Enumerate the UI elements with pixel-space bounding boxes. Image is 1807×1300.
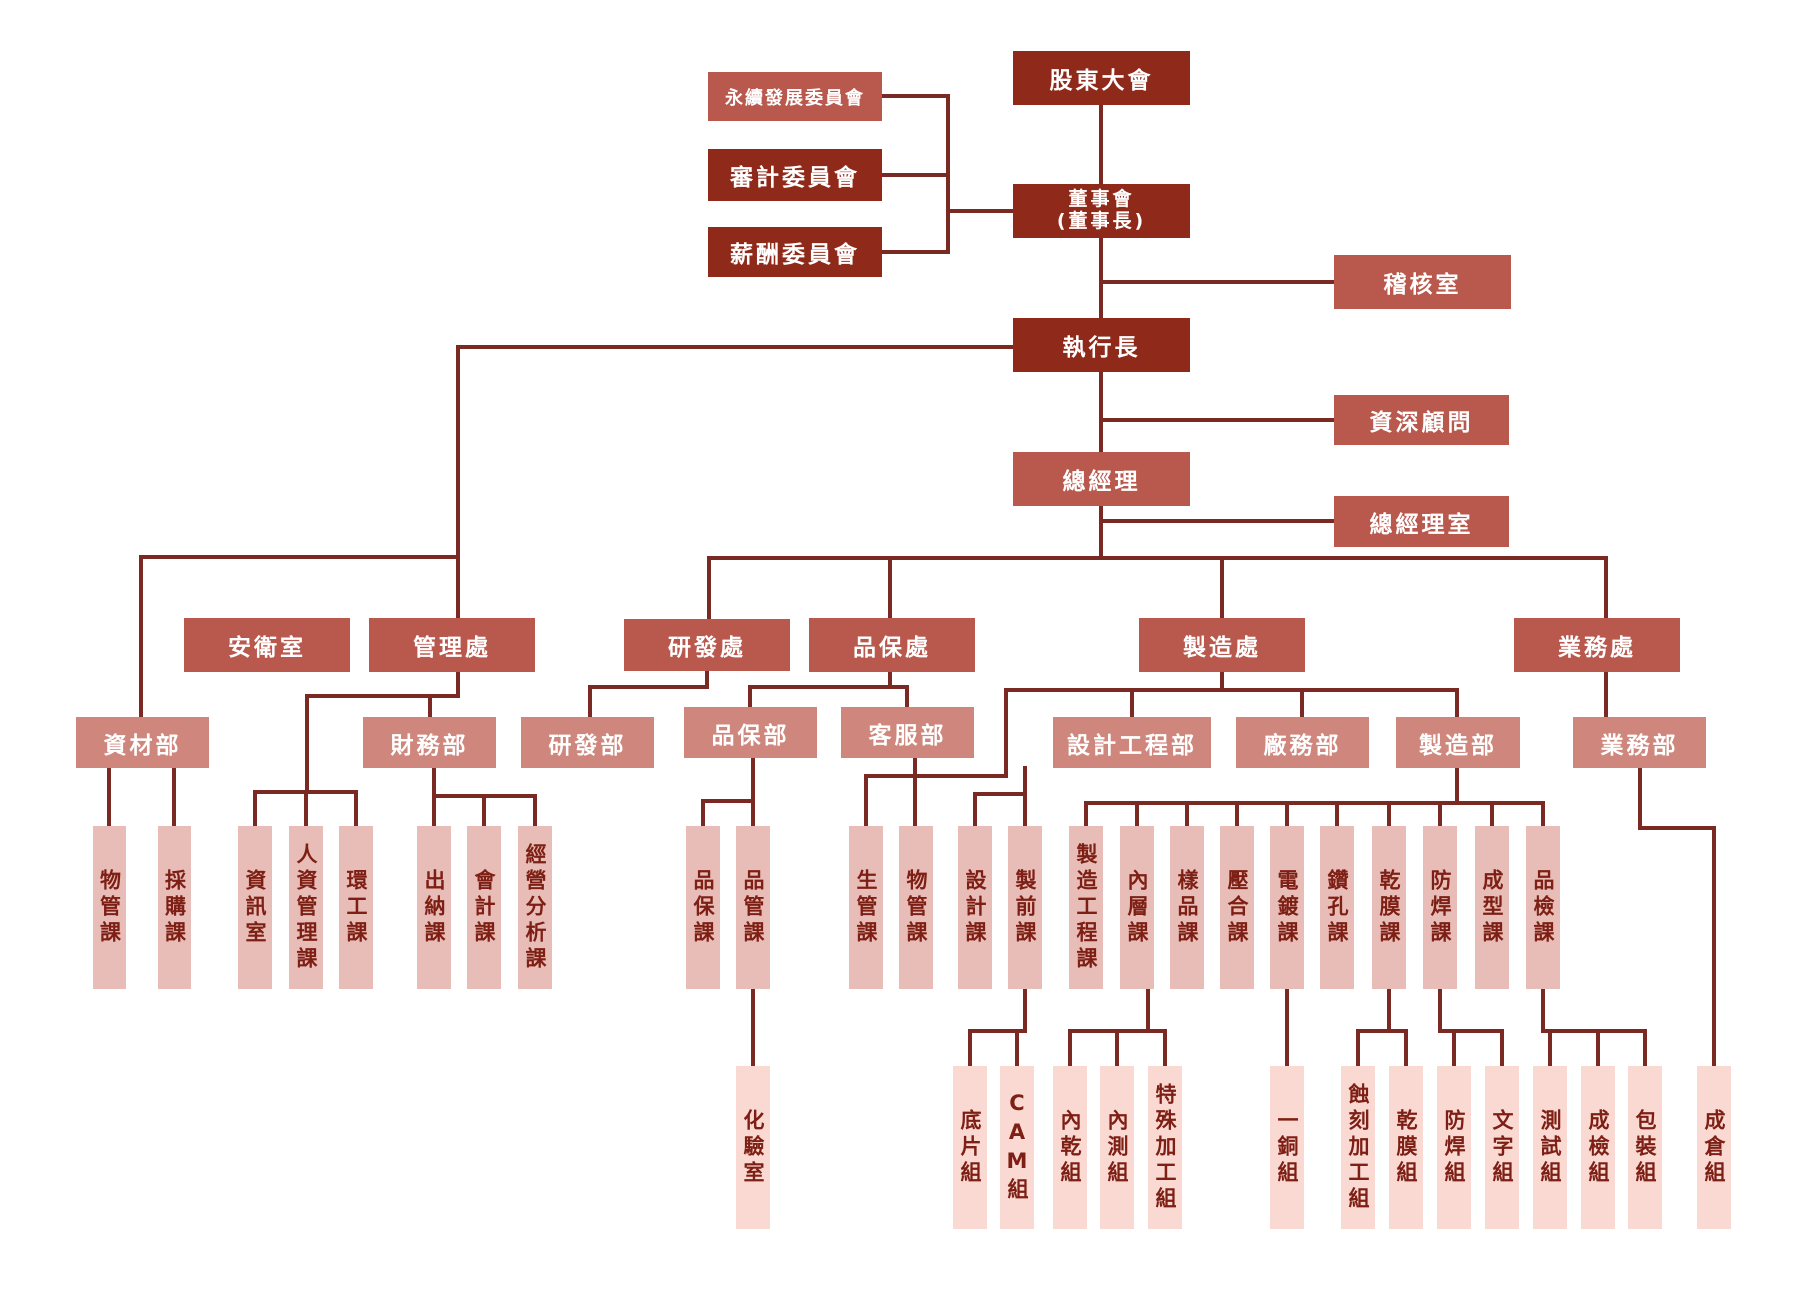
node-gm: 總經理 (1013, 452, 1190, 506)
node-design-section: 設計課 (958, 826, 992, 989)
node-preprod-section: 製前課 (1008, 826, 1042, 989)
node-biz-analysis-section: 經營分析課 (518, 826, 552, 989)
node-materials-dept: 資材部 (76, 717, 209, 768)
node-film-group: 底片組 (953, 1066, 987, 1229)
node-qa-division: 品保處 (809, 618, 975, 672)
node-legend-group: 文字組 (1485, 1066, 1519, 1229)
node-solder-mask-group: 防焊組 (1437, 1066, 1471, 1229)
node-rd-division: 研發處 (624, 619, 790, 671)
node-drilling-section: 鑽孔課 (1320, 826, 1354, 989)
node-manufacturing-dept: 製造部 (1396, 717, 1520, 768)
node-rd-dept: 研發部 (521, 717, 654, 768)
node-solder-mask-section: 防焊課 (1423, 826, 1457, 989)
node-final-inspection-group: 成檢組 (1581, 1066, 1615, 1229)
node-sustainability-committee: 永續發展委員會 (708, 72, 882, 121)
node-cs-dept: 客服部 (841, 707, 974, 758)
node-plating-section: 電鍍課 (1270, 826, 1304, 989)
node-inner-dry-group: 內乾組 (1053, 1066, 1087, 1229)
node-facilities-dept: 廠務部 (1236, 717, 1369, 768)
node-audit-committee: 審計委員會 (708, 149, 882, 201)
node-special-group: 特殊加工組 (1148, 1066, 1182, 1229)
node-finance-dept: 財務部 (363, 717, 496, 768)
node-sales-dept: 業務部 (1573, 717, 1706, 768)
node-env-section: 環工課 (339, 826, 373, 989)
node-purchasing-section: 採購課 (158, 826, 191, 989)
node-inner-test-group: 內測組 (1100, 1066, 1134, 1229)
node-shareholders: 股東大會 (1013, 51, 1190, 105)
node-ceo: 執行長 (1013, 318, 1190, 372)
node-management-division: 管理處 (369, 618, 535, 672)
node-inspection-section: 品檢課 (1526, 826, 1560, 989)
node-inner-layer-section: 內層課 (1120, 826, 1154, 989)
node-gm-office: 總經理室 (1334, 496, 1509, 547)
node-sample-section: 樣品課 (1170, 826, 1204, 989)
node-packing-group: 包裝組 (1628, 1066, 1662, 1229)
node-cashier-section: 出納課 (417, 826, 451, 989)
node-qc-section: 品管課 (736, 826, 770, 989)
node-design-engineering-dept: 設計工程部 (1053, 717, 1211, 768)
node-remuneration-committee: 薪酬委員會 (708, 227, 882, 277)
node-safety-office: 安衛室 (184, 618, 350, 672)
node-process-eng-section: 製造工程課 (1069, 826, 1103, 989)
node-hr-section: 人資管理課 (289, 826, 323, 989)
node-board: 董事會 (董事長) (1013, 184, 1190, 238)
node-warehouse-group: 成倉組 (1697, 1066, 1731, 1229)
node-cam-group: CAM組 (1000, 1066, 1034, 1229)
node-dry-film-section: 乾膜課 (1372, 826, 1406, 989)
node-manufacturing-division: 製造處 (1139, 618, 1305, 672)
node-chem-lab: 化驗室 (736, 1066, 770, 1229)
node-dry-film-group: 乾膜組 (1389, 1066, 1423, 1229)
node-test-group: 測試組 (1533, 1066, 1567, 1229)
node-mat-control-section: 物管課 (899, 826, 933, 989)
node-senior-advisor: 資深顧問 (1334, 395, 1509, 445)
node-sales-division: 業務處 (1514, 618, 1680, 672)
node-mat-mgmt-section: 物管課 (93, 826, 126, 989)
node-qa-dept: 品保部 (684, 707, 817, 758)
node-it-office: 資訊室 (238, 826, 272, 989)
node-copper-group: 一銅組 (1270, 1066, 1304, 1229)
node-audit-office: 稽核室 (1334, 255, 1511, 309)
node-etching-group: 蝕刻加工組 (1341, 1066, 1375, 1229)
node-accounting-section: 會計課 (467, 826, 501, 989)
node-qa-section: 品保課 (686, 826, 720, 989)
node-lamination-section: 壓合課 (1220, 826, 1254, 989)
node-routing-section: 成型課 (1475, 826, 1509, 989)
node-prod-control-section: 生管課 (849, 826, 883, 989)
